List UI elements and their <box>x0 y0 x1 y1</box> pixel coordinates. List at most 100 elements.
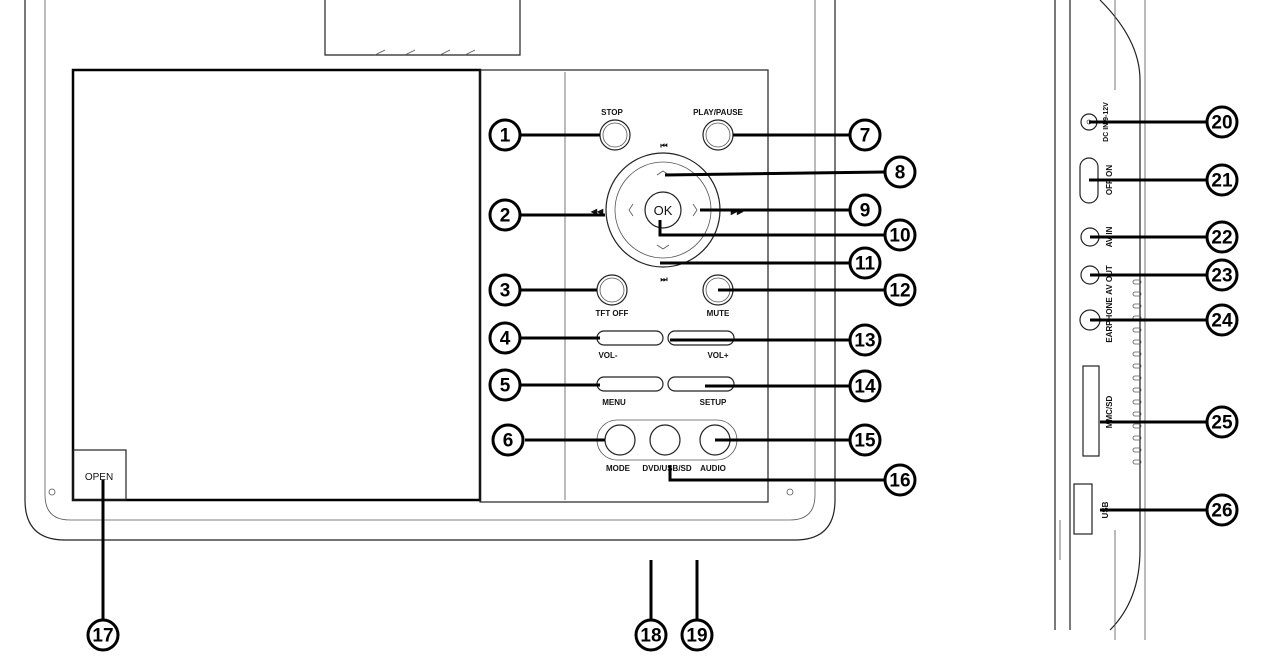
callout-circle <box>848 193 882 227</box>
dvd-usb-sd-label: DVD/USB/SD <box>642 464 692 473</box>
callout-3: 3 <box>488 273 522 307</box>
callout-4: 4 <box>488 321 522 355</box>
mode-button[interactable] <box>604 424 636 456</box>
vent-slot <box>1132 387 1142 393</box>
play-pause-button[interactable] <box>702 119 734 151</box>
callout-7: 7 <box>848 118 882 152</box>
open-button[interactable] <box>72 449 127 501</box>
callout-circle <box>634 618 668 652</box>
callout-circle <box>883 463 917 497</box>
callout-circle <box>848 369 882 403</box>
menu-button[interactable] <box>596 376 664 392</box>
vent-slot <box>1132 303 1142 309</box>
callout-6: 6 <box>491 423 525 457</box>
vent-slot <box>1132 399 1142 405</box>
callout-8: 8 <box>883 155 917 189</box>
callout-number: 7 <box>860 126 871 147</box>
callout-12: 12 <box>883 273 917 307</box>
vent-slot <box>1132 411 1142 417</box>
top-handle <box>324 0 521 56</box>
dvd-usb-sd-button[interactable] <box>649 424 681 456</box>
callout-19: 19 <box>680 618 714 652</box>
play-pause-label: PLAY/PAUSE <box>693 108 743 117</box>
callout-number: 11 <box>855 254 876 275</box>
callout-number: 10 <box>889 226 910 247</box>
open-label: OPEN <box>85 472 113 483</box>
callout-number: 21 <box>1211 171 1233 192</box>
callout-16: 16 <box>883 463 917 497</box>
card-slot <box>1082 365 1100 457</box>
control-panel <box>479 69 769 503</box>
callout-number: 22 <box>1211 228 1232 249</box>
callout-circle <box>1205 163 1239 197</box>
body-outline <box>24 0 836 541</box>
callout-circle <box>848 423 882 457</box>
callout-circle <box>1205 220 1239 254</box>
vol-plus-label: VOL+ <box>707 351 728 360</box>
callout-5: 5 <box>488 368 522 402</box>
callout-number: 6 <box>503 431 514 452</box>
callout-circle <box>491 423 525 457</box>
callout-number: 25 <box>1211 413 1233 434</box>
menu-label: MENU <box>602 398 626 407</box>
callout-circle <box>883 273 917 307</box>
callout-14: 14 <box>848 369 882 403</box>
vent-slot <box>1132 375 1142 381</box>
callout-25: 25 <box>1205 405 1239 439</box>
front-view: OPEN STOP PLAY/PAUSE OK ⏮ ⏭ ◀◀ ▶▶ TFT OF… <box>24 0 836 541</box>
screen <box>71 68 482 502</box>
callout-number: 14 <box>854 377 876 398</box>
vent-slot <box>1132 363 1142 369</box>
vent-slot <box>1132 447 1142 453</box>
callout-circle <box>1205 258 1239 292</box>
callout-21: 21 <box>1205 163 1239 197</box>
mute-label: MUTE <box>707 309 730 318</box>
callout-circle <box>848 246 882 280</box>
vent-slot <box>1132 351 1142 357</box>
callout-9: 9 <box>848 193 882 227</box>
callout-number: 17 <box>92 626 113 647</box>
callout-number: 8 <box>895 163 906 184</box>
callout-number: 4 <box>500 329 511 350</box>
callout-number: 5 <box>500 376 511 397</box>
callout-circle <box>883 218 917 252</box>
callout-circle <box>488 273 522 307</box>
callout-number: 1 <box>500 126 511 147</box>
callout-13: 13 <box>848 323 882 357</box>
callout-number: 15 <box>854 431 876 452</box>
callout-2: 2 <box>488 198 522 232</box>
setup-label: SETUP <box>700 398 727 407</box>
vent-slot <box>1132 339 1142 345</box>
callout-11: 11 <box>848 246 882 280</box>
callout-number: 16 <box>889 471 910 492</box>
callout-number: 19 <box>686 626 707 647</box>
vol-minus-button[interactable] <box>596 330 664 346</box>
callout-24: 24 <box>1205 303 1239 337</box>
callout-number: 20 <box>1211 113 1232 134</box>
callout-26: 26 <box>1205 493 1239 527</box>
callout-number: 13 <box>854 331 875 352</box>
callout-number: 24 <box>1211 311 1233 332</box>
callout-circle <box>1205 493 1239 527</box>
callout-circle <box>1205 105 1239 139</box>
callout-circle <box>488 368 522 402</box>
vent-slot <box>1132 435 1142 441</box>
vol-plus-button[interactable] <box>667 330 735 346</box>
ok-button[interactable] <box>644 191 682 229</box>
callout-17: 17 <box>86 618 120 652</box>
tft-off-button[interactable] <box>596 274 628 306</box>
callout-number: 18 <box>640 626 661 647</box>
callout-15: 15 <box>848 423 882 457</box>
callout-number: 23 <box>1211 266 1232 287</box>
callout-number: 2 <box>500 206 511 227</box>
callout-22: 22 <box>1205 220 1239 254</box>
stop-button[interactable] <box>599 119 631 151</box>
card-label: MMC/SD <box>1105 396 1114 429</box>
callout-20: 20 <box>1205 105 1239 139</box>
setup-button[interactable] <box>667 376 735 392</box>
callout-circle <box>488 118 522 152</box>
callout-18: 18 <box>634 618 668 652</box>
callout-circle <box>1205 303 1239 337</box>
